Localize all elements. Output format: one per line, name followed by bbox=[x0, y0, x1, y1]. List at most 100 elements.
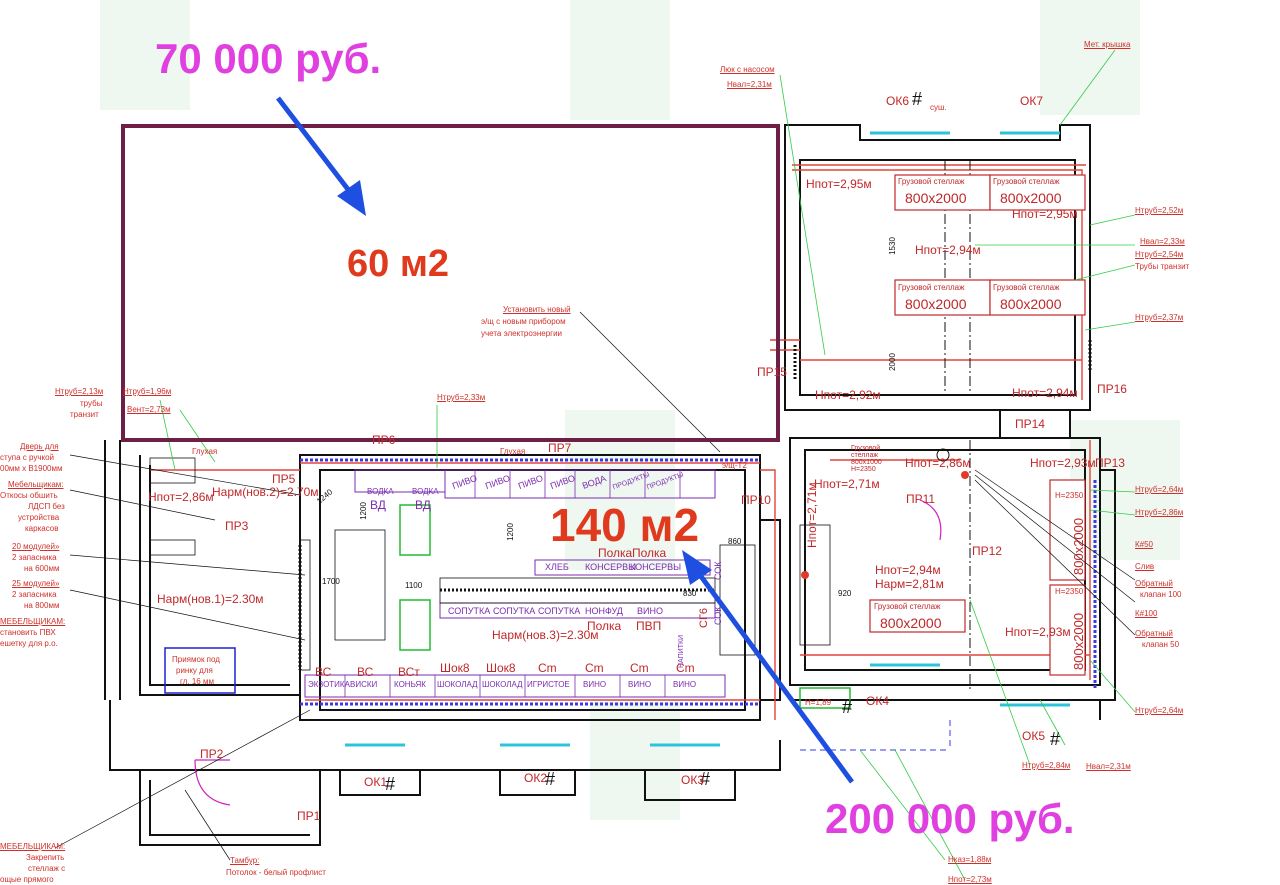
shelf-code: Шок8 bbox=[440, 661, 470, 675]
leader-lines bbox=[159, 49, 1136, 881]
shelf-size-vertical: 800x2000 bbox=[1071, 612, 1086, 670]
polka-label: Полка bbox=[632, 546, 667, 560]
room-label: ПР12 bbox=[972, 544, 1002, 558]
note-label: Нпот=2,73м bbox=[948, 875, 992, 884]
dimension: 1200 bbox=[505, 523, 515, 541]
shelf-label: ВИНО bbox=[583, 680, 607, 689]
area-label-140: 140 м2 bbox=[550, 499, 700, 551]
window-label: ОК1 bbox=[364, 775, 387, 789]
dimension: 2000 bbox=[887, 353, 897, 371]
note-label: Нтруб=2,37м bbox=[1135, 313, 1184, 322]
valve-icon bbox=[961, 471, 969, 479]
room-label: ПР3 bbox=[225, 519, 249, 533]
room-label: ПР7 bbox=[548, 441, 572, 455]
shelf-label: ИГРИСТОЕ bbox=[527, 680, 570, 689]
height-label: Нпот=2,94м bbox=[915, 243, 981, 257]
note-label: Нтруб=2,64м bbox=[1135, 485, 1184, 494]
note-label: суш. bbox=[930, 103, 947, 112]
note-label: Установить новый bbox=[503, 305, 571, 314]
height-label: Нпот=2,94м bbox=[875, 563, 941, 577]
shelf-label: ВИСКИ bbox=[350, 680, 378, 689]
note-label: Закрепить bbox=[26, 853, 65, 862]
note-label: Нтруб=1,96м bbox=[123, 387, 172, 396]
area-frame-60 bbox=[121, 124, 780, 442]
note-label: устройства bbox=[18, 513, 60, 522]
shelf-code: ВД bbox=[415, 498, 431, 512]
shelf-label: ХЛЕБ bbox=[545, 562, 569, 572]
svg-text:#: # bbox=[545, 769, 555, 789]
hatched-walls bbox=[300, 458, 1097, 706]
note-label: Мет. крышка bbox=[1084, 40, 1131, 49]
note-label: К#50 bbox=[1135, 540, 1154, 549]
note-label: Откосы обшить bbox=[0, 491, 58, 500]
note-label: Нвал=2,31м bbox=[1086, 762, 1131, 771]
polka-label: Полка bbox=[587, 619, 622, 633]
svg-text:#: # bbox=[385, 774, 395, 794]
note-label: Нтруб=2,54м bbox=[1135, 250, 1184, 259]
room-label: ПР14 bbox=[1015, 417, 1045, 431]
note-label: учета электроэнергии bbox=[481, 329, 563, 338]
note-label: Люк с насосом bbox=[720, 65, 775, 74]
height-label: Нпот=2,86м bbox=[148, 490, 214, 504]
polka-label: ПВП bbox=[636, 619, 662, 633]
doors bbox=[194, 499, 942, 806]
shelf-size: 800x2000 bbox=[905, 296, 967, 312]
svg-text:#: # bbox=[1050, 729, 1060, 749]
svg-text:#: # bbox=[912, 89, 922, 109]
shelf-code: Сm bbox=[585, 661, 604, 675]
price-top: 70 000 руб. bbox=[155, 35, 382, 82]
shelf-code: ВС bbox=[357, 665, 374, 679]
note-label: Нтруб=2,86м bbox=[1135, 508, 1184, 517]
note-label: Нтруб=2,33м bbox=[437, 393, 486, 402]
note-label: э/щ с новым прибором bbox=[481, 317, 566, 326]
dimension: 920 bbox=[838, 589, 852, 598]
dimension: 1200 bbox=[358, 502, 368, 520]
note-label: э/щ-Т2 bbox=[722, 461, 747, 470]
shelf-label: СОПУТКА bbox=[448, 606, 491, 616]
note-label: гл. 16 мм bbox=[180, 677, 214, 686]
note-label: Потолок - белый профлист bbox=[226, 868, 326, 877]
dimension: 860 bbox=[728, 537, 742, 546]
note-label: К#100 bbox=[1135, 609, 1158, 618]
note-label: 2 запасника bbox=[12, 590, 57, 599]
note-label: клапан 100 bbox=[1140, 590, 1182, 599]
racks bbox=[298, 340, 1092, 670]
note-label: МЕБЕЛЬЩИКАМ: bbox=[0, 842, 66, 851]
window-label: ОК3 bbox=[681, 773, 704, 787]
sok-label: СГ6 bbox=[698, 607, 710, 628]
shelf-caption: Грузовой стеллаж bbox=[993, 177, 1060, 186]
shelf-code: Шок8 bbox=[486, 661, 516, 675]
price-bottom: 200 000 руб. bbox=[825, 795, 1075, 842]
note-label: МЕБЕЛЬЩИКАМ: bbox=[0, 617, 66, 626]
note-label: Нтруб=2,84м bbox=[1022, 761, 1071, 770]
shelf-code: Сm bbox=[538, 661, 557, 675]
toilet-icon bbox=[936, 448, 950, 462]
shelf-size: 800x2000 bbox=[880, 615, 942, 631]
note-label: Н=2350 bbox=[1055, 587, 1084, 596]
note-label: Н=2350 bbox=[1055, 491, 1084, 500]
note-label: 2 запасника bbox=[12, 553, 57, 562]
shelf-label: НОНФУД bbox=[585, 606, 623, 616]
shelf-code: ВД bbox=[370, 498, 386, 512]
height-label: Нпот=2,86м bbox=[905, 456, 971, 470]
shelf-code: Сm bbox=[676, 661, 695, 675]
note-label: 00мм х В1900мм bbox=[0, 464, 63, 473]
shelf-label: ШОКОЛАД bbox=[437, 680, 478, 689]
shelf-code: ВСт bbox=[398, 665, 420, 679]
note-label: Нвал=2,31м bbox=[727, 80, 772, 89]
watermark-pattern bbox=[100, 0, 1180, 820]
note-label: трубы bbox=[80, 399, 103, 408]
note-label: стеллаж с bbox=[28, 864, 66, 873]
shelf-code: ВС bbox=[315, 665, 332, 679]
shelf-size: 800x2000 bbox=[1000, 296, 1062, 312]
room-label: ПР6 bbox=[372, 433, 396, 447]
shelf-caption: Грузовой стеллаж bbox=[874, 602, 941, 611]
dimension: 1530 bbox=[887, 237, 897, 255]
shelf-size: 800x2000 bbox=[905, 190, 967, 206]
shelf-size-vertical: 800x2000 bbox=[1071, 517, 1086, 575]
arrow-bottom bbox=[682, 550, 855, 784]
note-label: ринку для bbox=[176, 666, 213, 675]
note-label: Приямок под bbox=[172, 655, 220, 664]
note-label: 25 модулей» bbox=[12, 579, 60, 588]
